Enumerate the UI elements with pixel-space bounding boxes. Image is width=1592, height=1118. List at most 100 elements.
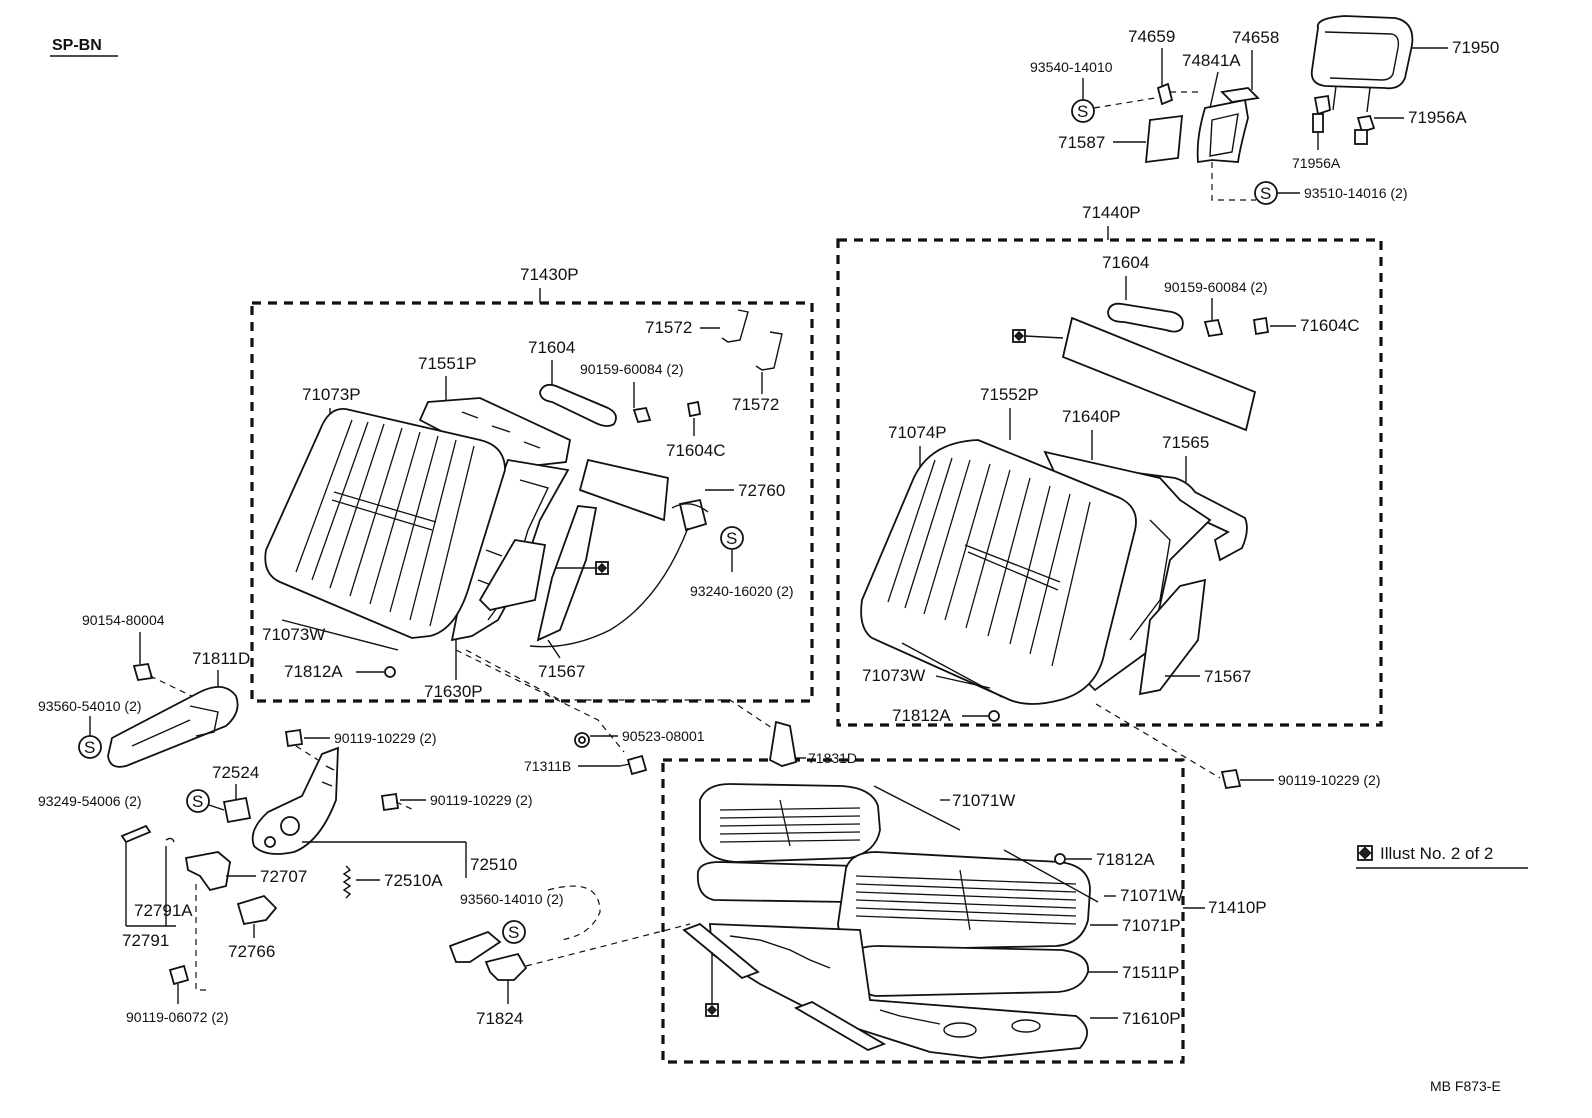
label-71440P: 71440P: [1082, 203, 1141, 222]
assist-grip-71604-left: [539, 383, 617, 427]
legend-marker-bottom-diamond: [706, 1004, 718, 1016]
bracket-72707: [184, 851, 231, 892]
group-box-71410P: [661, 758, 1185, 1064]
headrest-support-71956A-right: [1354, 114, 1376, 145]
label-72766: 72766: [228, 942, 275, 961]
label-90119-06072: 90119-06072 (2): [126, 1009, 228, 1025]
label-93540-14010: 93540-14010: [1030, 59, 1113, 75]
label-71831D: 71831D: [808, 750, 857, 766]
label-90119-10229-right: 90119-10229 (2): [1278, 772, 1380, 788]
label-71073W-left: 71073W: [262, 625, 325, 644]
label-71604C-right: 71604C: [1300, 316, 1360, 335]
label-71587: 71587: [1058, 133, 1105, 152]
label-71812A-right: 71812A: [892, 706, 951, 725]
label-71811D: 71811D: [192, 649, 250, 668]
s-mark-93249: [186, 789, 210, 813]
dash-71630P-71311B: [455, 649, 625, 753]
leader-marker-right: [1024, 335, 1064, 339]
recliner-72510: [251, 746, 339, 855]
dash-93560-14-loop: [547, 885, 601, 941]
cover-72766: [236, 894, 278, 926]
pad-71511P-right: [849, 945, 1089, 997]
hinge-71572-top: [721, 309, 749, 343]
label-71610P: 71610P: [1122, 1009, 1181, 1028]
label-72510A: 72510A: [384, 871, 443, 890]
s-mark-93240-letter: S: [726, 529, 737, 548]
label-71074P: 71074P: [888, 423, 947, 442]
legend-marker-right-diamond: [1013, 330, 1025, 342]
screw-90159-left: [632, 406, 652, 424]
s-mark-93560-54-letter: S: [84, 738, 95, 757]
hinge-71572-bottom: [755, 331, 783, 371]
label-72524: 72524: [212, 763, 259, 782]
s-mark-93540: [1071, 99, 1095, 123]
wire-71071W-a: [873, 785, 961, 831]
label-71410P: 71410P: [1208, 898, 1267, 917]
dash-71630P-71831D: [465, 649, 773, 729]
bolt-90119-10229-right: [1220, 768, 1242, 790]
wire-71073W-right: [901, 642, 1003, 698]
headrest-support-71956A-left: [1312, 94, 1331, 150]
leader-71073W-right: [935, 675, 991, 689]
s-mark-93510-letter: S: [1260, 184, 1271, 203]
pin-71311B: [619, 754, 648, 776]
washer-90523: [574, 732, 590, 748]
bracket-74841A: [1196, 98, 1249, 164]
clip-74659: [1156, 82, 1174, 106]
label-90523-08001: 90523-08001: [622, 728, 705, 744]
label-93240-16020: 93240-16020 (2): [690, 583, 794, 599]
dash-bracket-93510: [1211, 162, 1256, 201]
lock-72760: [671, 498, 709, 532]
hinge-71824: [448, 930, 528, 981]
leader-74841A: [1209, 71, 1219, 109]
wire-71073W-left: [281, 619, 399, 651]
seatback-cover-71073P: [264, 408, 506, 639]
armrest-board: [1061, 316, 1257, 432]
frame-71567-left: [478, 505, 598, 642]
group-box-71430P: [250, 301, 814, 703]
frame-71567-right: [1138, 578, 1207, 696]
seatback-cover-71074P: [860, 439, 1137, 705]
dash-90119-b: [395, 801, 415, 811]
hog-ring-71812A-right: [988, 710, 1000, 722]
s-mark-93560-14-letter: S: [508, 923, 519, 942]
leader-93249: [208, 804, 225, 811]
label-71511P: 71511P: [1122, 963, 1179, 982]
label-72707: 72707: [260, 867, 307, 886]
legend-marker-left-diamond: [596, 562, 608, 574]
dash-90119-a: [295, 745, 319, 761]
label-93249-54006: 93249-54006 (2): [38, 793, 142, 809]
label-71552P: 71552P: [980, 385, 1039, 404]
label-71604-left: 71604: [528, 338, 575, 357]
hog-ring-71812A-bottom: [1054, 853, 1066, 865]
bolt-90154-80004: [132, 662, 154, 682]
s-mark-93249-letter: S: [192, 792, 203, 811]
dash-93540-74659: [1093, 97, 1156, 109]
label-71567-left: 71567: [538, 662, 585, 681]
label-71551P: 71551P: [418, 354, 477, 373]
label-71950: 71950: [1452, 38, 1499, 57]
label-93510-14016: 93510-14016 (2): [1304, 185, 1408, 201]
headrest-71950: [1310, 15, 1414, 113]
cable-71567: [529, 527, 689, 648]
label-71956A-right: 71956A: [1408, 108, 1467, 127]
legend-diamond: [1358, 846, 1372, 860]
lock-plate-72760: [578, 458, 669, 522]
label-71565: 71565: [1162, 433, 1209, 452]
dash-72707-90119-06072: [195, 884, 210, 991]
label-71073W-right: 71073W: [862, 666, 925, 685]
label-71604-right: 71604: [1102, 253, 1149, 272]
label-71071W-a: 71071W: [952, 791, 1015, 810]
spring-72510A: [342, 865, 352, 899]
screw-90159-right: [1203, 318, 1224, 338]
cap-71604C-left: [686, 400, 702, 418]
label-71071W-b: 71071W: [1120, 886, 1183, 905]
label-90119-10229-b: 90119-10229 (2): [430, 792, 532, 808]
bracket-72524: [222, 796, 252, 824]
label-71430P: 71430P: [520, 265, 579, 284]
seat-cover-71071P-left: [699, 783, 881, 863]
leader-71567-left: [547, 639, 561, 659]
label-71630P: 71630P: [424, 682, 483, 701]
dash-71824-cushion: [525, 923, 691, 967]
